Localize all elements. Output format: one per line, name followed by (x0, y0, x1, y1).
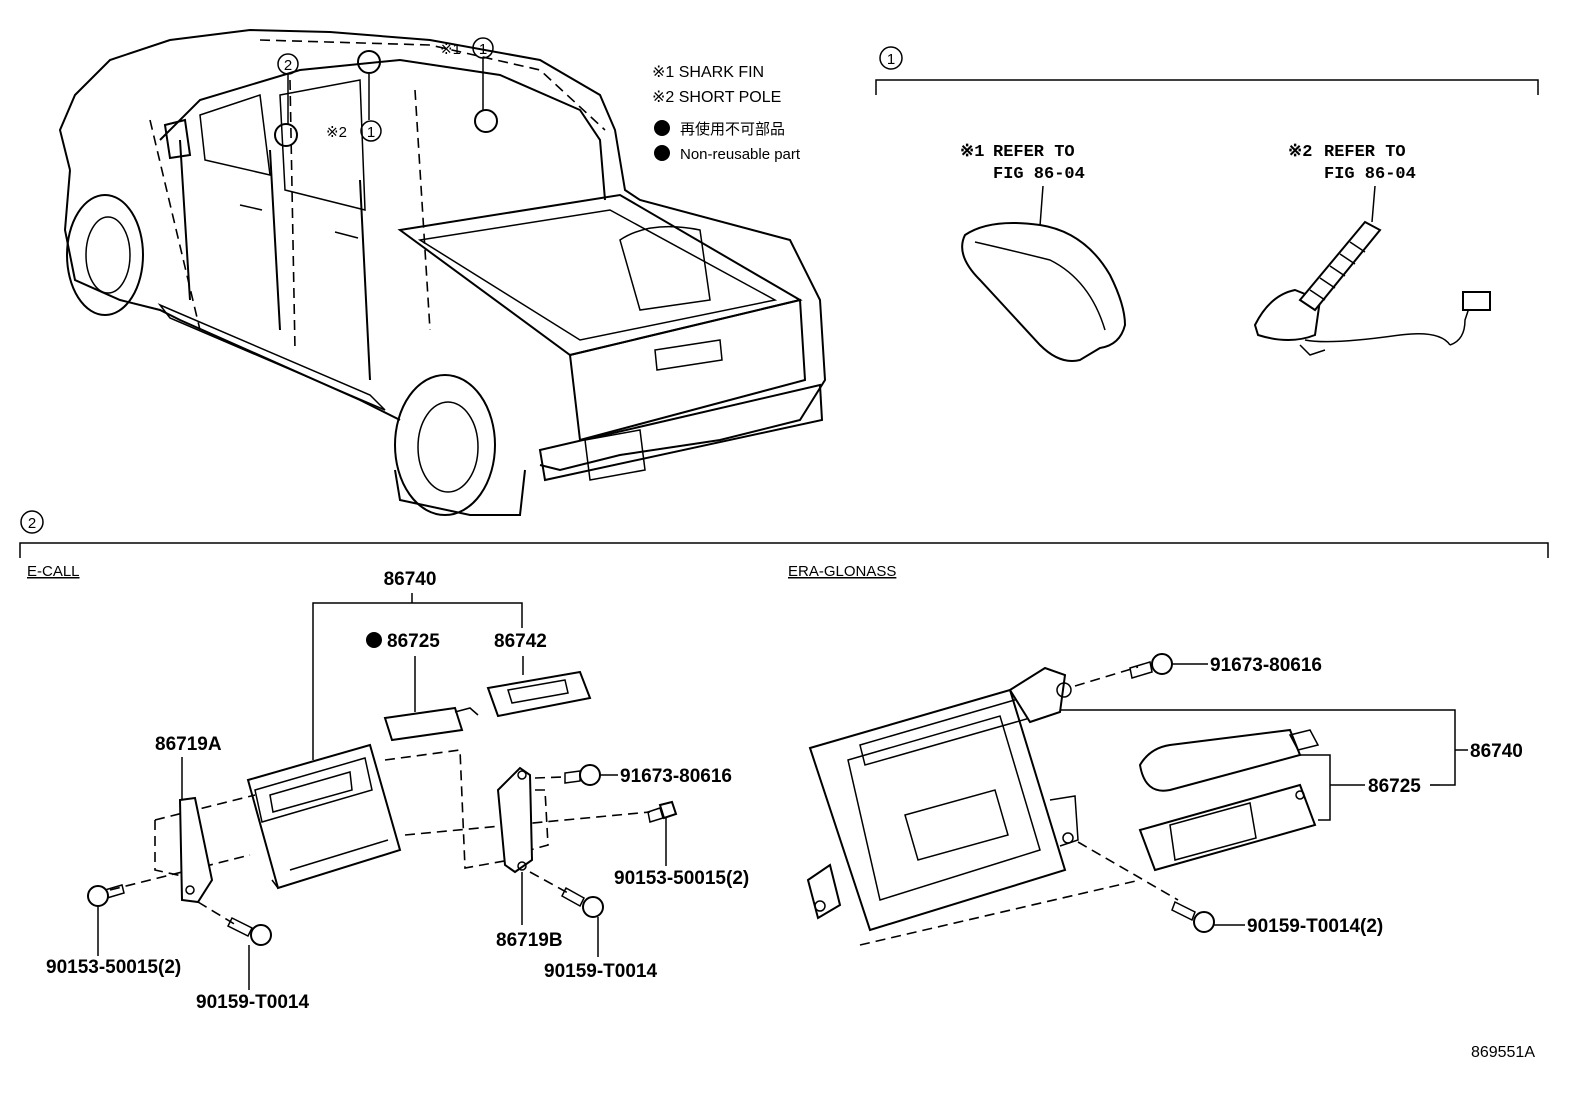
shark-fin-ref-line1: REFER TO (993, 143, 1075, 162)
callout-1-mid: 1 (360, 120, 382, 142)
part-86740-label: 86740 (384, 569, 437, 590)
glonass-section-label: ERA-GLONASS (788, 563, 896, 580)
mark-1-label: ※1 (440, 41, 461, 58)
part-86725-module (383, 706, 464, 742)
callout-2-top: 2 (277, 53, 299, 75)
glonass-bolt-91673-icon (1129, 653, 1173, 679)
glonass-part-86725-label: 86725 (1368, 776, 1421, 797)
nonreusable-dot-icon (366, 632, 382, 648)
shark-fin-mark: ※1 (960, 143, 984, 162)
antenna-position-marker (274, 123, 298, 147)
legend: ※1 SHARK FIN ※2 SHORT POLE 再使用不可部品 Non-r… (652, 64, 801, 163)
section-2-marker: 2 (28, 515, 36, 532)
section-2-telematics: 2 E-CALL ERA-GLONASS (19, 510, 1549, 580)
part-86719B-label: 86719B (496, 930, 563, 951)
bolt-90153-left-icon (87, 884, 125, 907)
part-86719A-label: 86719A (155, 734, 222, 755)
ecall-assembly: 86740 86725 86742 86719A (46, 569, 749, 1013)
svg-text:2: 2 (284, 57, 292, 74)
section-1-marker: 1 (887, 51, 895, 68)
shark-fin-ref-line2: FIG 86-04 (993, 165, 1085, 184)
mark-2-label: ※2 (326, 124, 347, 141)
part-86725-label: 86725 (387, 631, 440, 652)
antenna-position-marker (357, 50, 381, 74)
legend-shark-fin: ※1 SHARK FIN (652, 64, 764, 81)
part-86719A-bracket (178, 796, 214, 904)
section-1-antennas: 1 ※1 REFER TO FIG 86-04 ※2 REFER TO FIG … (875, 46, 1539, 362)
nonreusable-dot-icon (654, 145, 670, 161)
screw-90159-right-icon (529, 871, 604, 918)
ecall-main-unit (246, 743, 402, 890)
figure-id: 869551A (1471, 1044, 1535, 1061)
ecall-bolt-91673-label: 91673-80616 (620, 766, 732, 787)
glonass-assembly: 91673-80616 86740 86725 90159-T0014(2) (806, 653, 1523, 946)
short-pole-ref-line2: FIG 86-04 (1324, 165, 1416, 184)
short-pole-mark: ※2 (1288, 143, 1312, 162)
ecall-bolt-90153-right-label: 90153-50015(2) (614, 868, 749, 889)
callout-1-top: 1 (472, 37, 494, 59)
antenna-position-marker (474, 109, 498, 133)
part-86742-label: 86742 (494, 631, 547, 652)
glonass-part-86740-label: 86740 (1470, 741, 1523, 762)
pickup-truck-illustration: 2 1 1 ※1 ※2 (58, 28, 827, 516)
legend-nonreusable-en: Non-reusable part (680, 146, 801, 163)
glonass-bolt-91673-label: 91673-80616 (1210, 655, 1322, 676)
glonass-screw-90159-icon (1171, 900, 1215, 933)
bolt-91673-80616-icon (564, 764, 601, 786)
screw-90159-left-icon (197, 901, 272, 946)
svg-text:1: 1 (367, 124, 375, 141)
ecall-screw-90159-right-label: 90159-T0014 (544, 961, 657, 982)
short-pole-ref-line1: REFER TO (1324, 143, 1406, 162)
glonass-part-86725-module (1138, 728, 1320, 872)
glonass-screw-90159-label: 90159-T0014(2) (1247, 916, 1383, 937)
svg-text:1: 1 (479, 41, 487, 58)
ecall-section-label: E-CALL (27, 563, 80, 580)
legend-short-pole: ※2 SHORT POLE (652, 89, 781, 106)
shark-fin-antenna (961, 222, 1127, 362)
ecall-screw-90159-left-label: 90159-T0014 (196, 992, 309, 1013)
legend-nonreusable-jp: 再使用不可部品 (680, 121, 785, 138)
glonass-main-unit (806, 666, 1079, 932)
short-pole-antenna (1253, 220, 1491, 356)
ecall-bolt-90153-left-label: 90153-50015(2) (46, 957, 181, 978)
nonreusable-dot-icon (654, 120, 670, 136)
part-86719B-bracket (496, 766, 534, 874)
part-86742-module (486, 670, 592, 718)
bolt-90153-right-icon (647, 800, 678, 823)
